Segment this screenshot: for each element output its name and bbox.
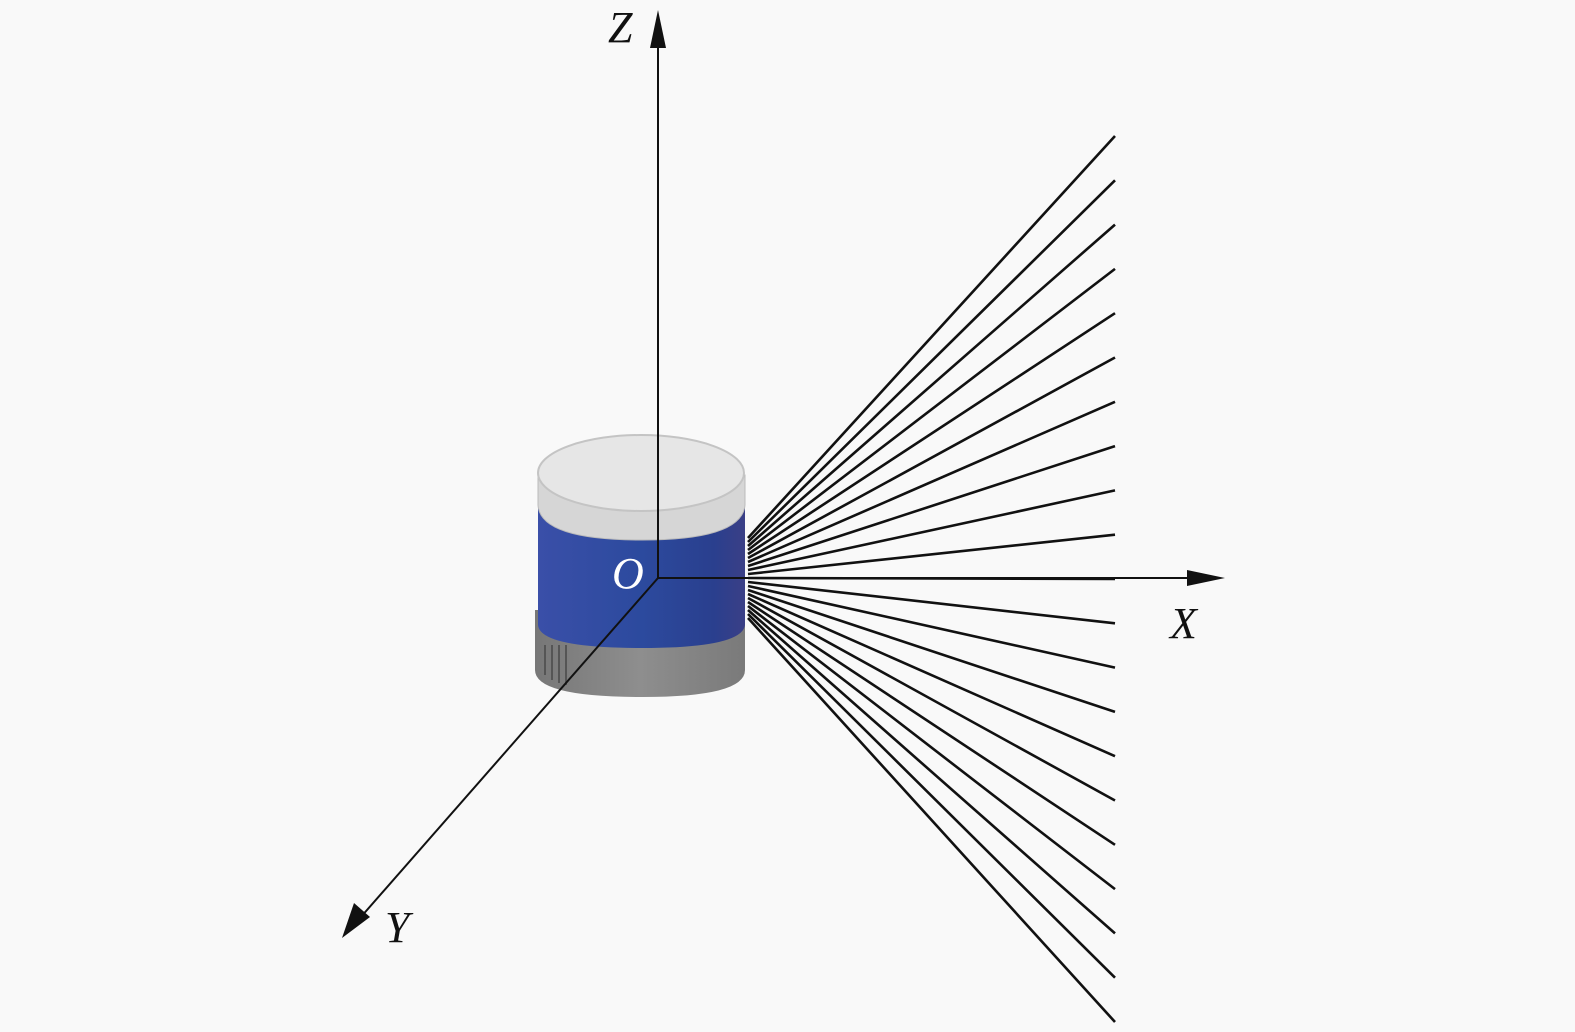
laser-ray [747,613,1116,979]
laser-ray [747,444,1116,568]
z-arrowhead [650,10,666,48]
laser-ray [747,596,1116,802]
laser-ray [747,600,1116,846]
x-arrowhead [1187,570,1225,586]
laser-rays [747,135,1116,1023]
laser-ray [747,356,1116,560]
laser-ray [747,179,1116,543]
laser-ray [747,580,1116,625]
x-axis-label: X [1168,599,1199,648]
laser-ray [747,592,1116,758]
z-axis-label: Z [608,3,633,52]
laser-ray [747,400,1116,564]
lidar-sensor [535,434,746,697]
origin-label: O [612,549,644,598]
laser-ray [747,267,1116,552]
laser-ray [747,584,1116,669]
laser-ray [747,609,1116,935]
z-axis [650,10,666,578]
y-axis-label: Y [385,903,414,952]
laser-ray [747,617,1116,1023]
base-grip-ridges [544,645,567,685]
laser-ray [747,135,1116,539]
laser-ray [747,312,1116,556]
laser-ray [747,588,1116,714]
laser-ray [747,604,1116,891]
laser-ray [747,489,1116,572]
laser-ray [747,223,1116,547]
y-arrowhead [342,903,370,938]
laser-ray [747,533,1116,576]
y-axis [342,577,659,938]
x-axis [658,570,1225,586]
lidar-cap-top [537,434,745,512]
